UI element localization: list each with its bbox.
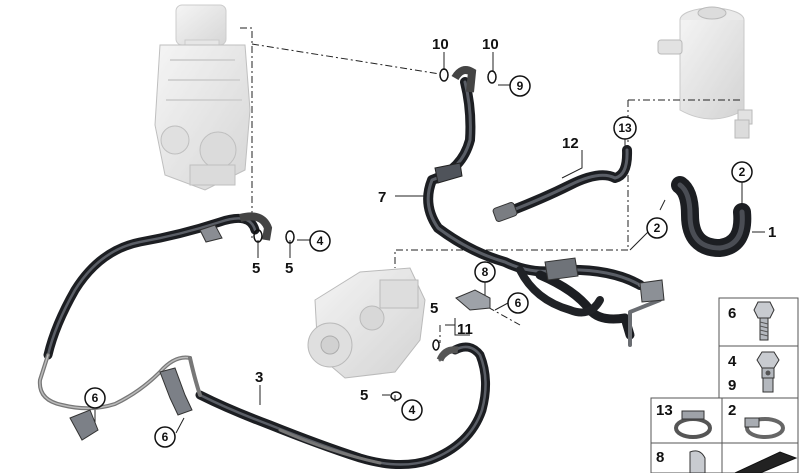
callout-10b: 10: [482, 36, 499, 53]
callout-12: 12: [562, 135, 579, 152]
callout-circle-13: 13: [613, 116, 637, 140]
callout-circle-2a: 2: [731, 161, 753, 183]
steering-gear-ghost: [154, 4, 251, 191]
callout-2a: 2: [739, 165, 746, 179]
callout-5c: 5: [430, 300, 438, 317]
callout-6a: 6: [515, 296, 522, 310]
parts-panel: 6 4 9 13 2 8: [650, 297, 799, 473]
callout-circle-6a: 6: [507, 292, 529, 314]
callout-3: 3: [255, 369, 263, 386]
callout-circle-9: 9: [509, 75, 531, 97]
reservoir-ghost: [657, 6, 753, 139]
callout-10a: 10: [432, 36, 449, 53]
callout-9: 9: [517, 79, 524, 93]
callout-circle-6b: 6: [84, 387, 106, 409]
power-steering-pump-ghost: [307, 267, 426, 379]
callout-13: 13: [618, 121, 632, 135]
callout-circle-4b: 4: [401, 399, 423, 421]
callout-7: 7: [378, 189, 386, 206]
clip-icon: [689, 450, 706, 473]
leader-lines: [240, 27, 742, 402]
callout-8: 8: [482, 265, 489, 279]
callout-circle-6c: 6: [154, 426, 176, 448]
panel-label-4: 4: [728, 353, 737, 370]
hose-clamp-icon: [674, 410, 712, 439]
banjo-bolt-icon: [756, 351, 780, 393]
callout-circle-8: 8: [474, 261, 496, 283]
callout-5d: 5: [360, 387, 368, 404]
panel-label-2: 2: [728, 402, 736, 419]
callout-6b: 6: [92, 391, 99, 405]
panel-label-13: 13: [656, 402, 673, 419]
callout-11: 11: [457, 321, 473, 338]
callout-6c: 6: [162, 430, 169, 444]
callout-5a: 5: [252, 260, 260, 277]
panel-label-8: 8: [656, 449, 664, 466]
callout-4b: 4: [409, 403, 416, 417]
label-strip-icon: [734, 451, 798, 473]
callout-2b: 2: [654, 221, 661, 235]
bolt-icon: [753, 301, 775, 341]
worm-clamp-icon: [744, 417, 785, 439]
callout-5b: 5: [285, 260, 293, 277]
fittings: [69, 66, 665, 441]
callout-circle-4a: 4: [309, 230, 331, 252]
panel-label-6: 6: [728, 305, 736, 322]
panel-label-9: 9: [728, 377, 736, 394]
callout-circle-2b: 2: [646, 217, 668, 239]
callout-4a: 4: [317, 234, 324, 248]
callout-1: 1: [768, 224, 776, 241]
